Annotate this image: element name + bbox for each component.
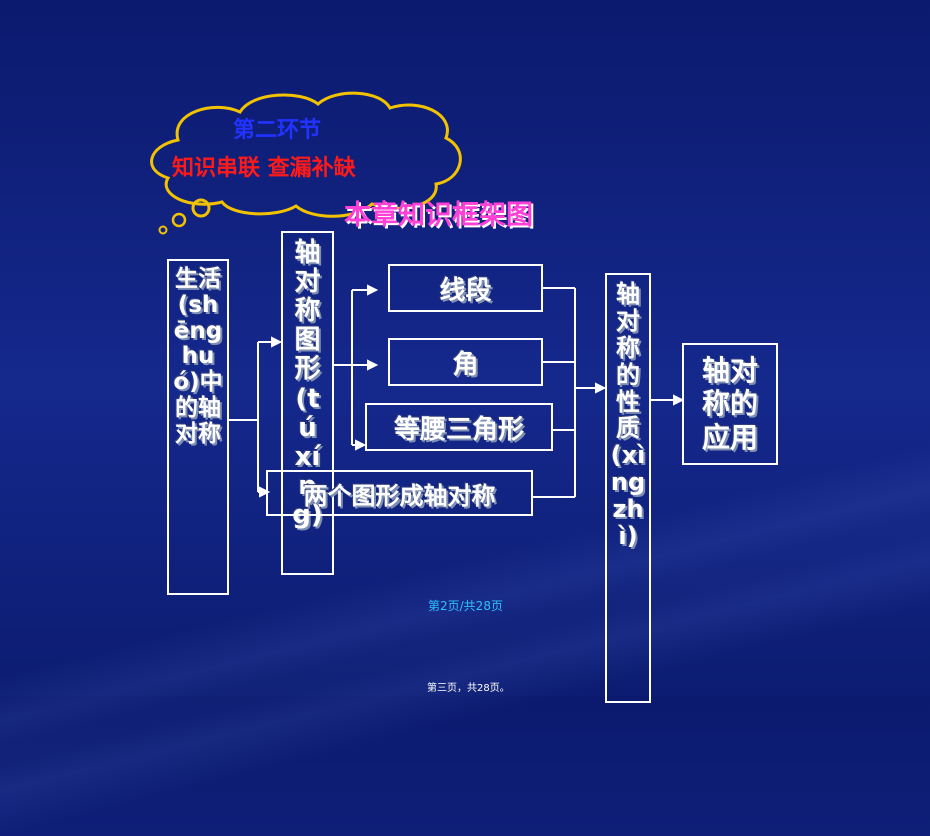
cloud-bubble-medium bbox=[171, 212, 187, 228]
diagram-heading: 本章知识框架图 bbox=[344, 200, 533, 231]
symmetry-properties-label: 轴对称的性质(xìngzhì) bbox=[610, 280, 646, 550]
life-axial-symmetry-box: 生活(shēng huó)中的轴对称 bbox=[167, 259, 229, 595]
arrowhead bbox=[367, 359, 379, 371]
arrowhead bbox=[259, 486, 271, 498]
isosceles-triangle-label: 等腰三角形 bbox=[393, 414, 524, 445]
symmetry-application-box: 轴对称的应用 bbox=[682, 343, 778, 465]
arrowhead bbox=[355, 439, 367, 451]
two-figures-symmetric-box: 两个图形成轴对称 bbox=[266, 470, 533, 516]
cloud-title: 第二环节 bbox=[233, 118, 322, 143]
two-figures-symmetric-label: 两个图形成轴对称 bbox=[303, 481, 496, 510]
thought-cloud bbox=[150, 91, 462, 235]
arrowhead bbox=[595, 382, 607, 394]
segment-box: 线段 bbox=[388, 264, 543, 312]
isosceles-triangle-box: 等腰三角形 bbox=[365, 403, 553, 451]
arrowhead bbox=[271, 336, 283, 348]
angle-label: 角 bbox=[452, 349, 479, 380]
life-axial-symmetry-label: 生活(shēng huó)中的轴对称 bbox=[173, 266, 223, 447]
arrowhead bbox=[673, 394, 685, 406]
page-number-footer: 第三页，共28页。 bbox=[427, 683, 510, 694]
cloud-bubble-small bbox=[158, 225, 168, 235]
symmetry-properties-box: 轴对称的性质(xìngzhì) bbox=[605, 273, 651, 703]
symmetry-application-label: 轴对称的应用 bbox=[701, 353, 758, 454]
cloud-subtitle: 知识串联 查漏补缺 bbox=[172, 156, 356, 181]
angle-box: 角 bbox=[388, 338, 543, 386]
connector-lines bbox=[0, 0, 930, 696]
axisymmetric-figure-label: 轴对称图形(tú xíng) bbox=[292, 238, 323, 530]
arrowhead bbox=[367, 284, 379, 296]
segment-label: 线段 bbox=[439, 275, 492, 306]
page-overlay-indicator: 第2页/共28页 bbox=[428, 599, 503, 613]
cloud-bubble-large bbox=[191, 198, 211, 218]
axisymmetric-figure-box: 轴对称图形(tú xíng) bbox=[281, 231, 334, 575]
